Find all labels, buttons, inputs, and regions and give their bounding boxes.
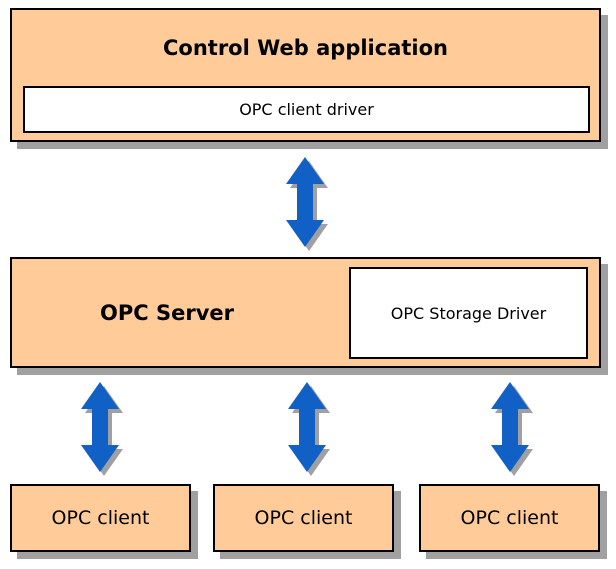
opc-client-box-3: OPC client bbox=[419, 484, 600, 552]
control-web-application-title: Control Web application bbox=[163, 36, 448, 60]
opc-client-label: OPC client bbox=[51, 507, 150, 529]
double-arrow-icon bbox=[81, 382, 123, 476]
opc-client-label: OPC client bbox=[460, 507, 559, 529]
double-arrow-icon bbox=[288, 382, 330, 476]
opc-server-title: OPC Server bbox=[100, 300, 234, 325]
opc-server-box: OPC Server OPC Storage Driver bbox=[10, 257, 601, 368]
double-arrow-icon bbox=[286, 157, 328, 251]
opc-storage-driver-label: OPC Storage Driver bbox=[390, 303, 547, 323]
opc-client-box-1: OPC client bbox=[10, 484, 191, 552]
opc-storage-driver-box: OPC Storage Driver bbox=[349, 267, 588, 359]
control-web-application-box: Control Web application OPC client drive… bbox=[10, 8, 601, 142]
double-arrow-icon bbox=[491, 382, 533, 476]
opc-client-driver-label: OPC client driver bbox=[239, 100, 374, 119]
opc-client-driver-box: OPC client driver bbox=[23, 86, 590, 133]
opc-client-label: OPC client bbox=[254, 507, 353, 529]
opc-client-box-2: OPC client bbox=[213, 484, 394, 552]
